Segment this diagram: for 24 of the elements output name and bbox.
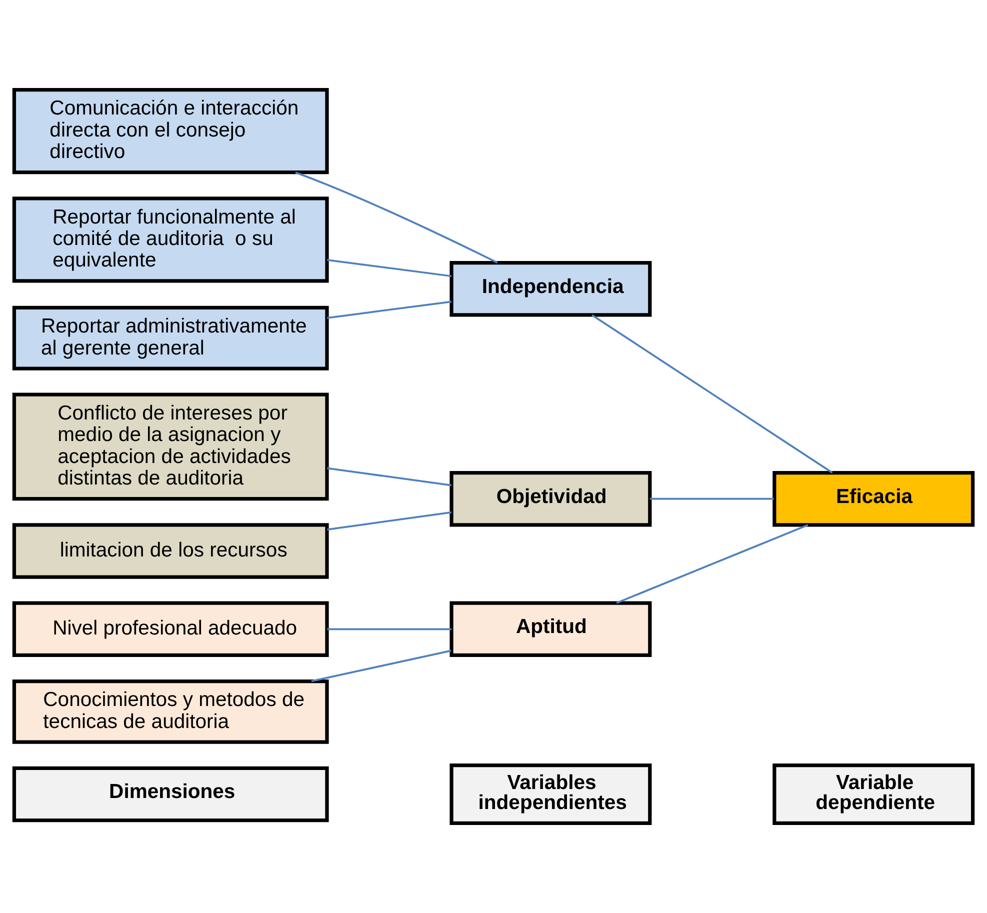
node-box: Eficacia xyxy=(772,470,975,527)
node-box: Reportar administrativamente al gerente general xyxy=(12,306,329,370)
connector xyxy=(326,467,452,486)
node-box: Aptitud xyxy=(450,601,652,658)
node-box: Conocimientos y metodos de tecnicas de auditoria xyxy=(12,680,329,744)
connector xyxy=(650,498,774,500)
connector xyxy=(326,511,452,530)
node-box: Nivel profesional adecuado xyxy=(12,601,329,658)
connector xyxy=(616,524,808,604)
connector xyxy=(311,650,452,682)
connector xyxy=(326,258,452,278)
node-box: Comunicación e interacción directa con el consejo directivo xyxy=(12,88,329,174)
node-box: limitacion de los recursos xyxy=(12,523,329,579)
node-box: Variables independientes xyxy=(450,763,652,826)
connector xyxy=(326,300,452,319)
connector xyxy=(592,314,833,474)
node-box: Reportar funcionalmente al comité de auditoria o su equivalente xyxy=(12,196,329,283)
node-box: Conflicto de intereses por medio de la asignacion y aceptacion de actividades distintas de auditoria xyxy=(12,392,329,501)
node-box: Dimensiones xyxy=(12,766,329,822)
node-box: Independencia xyxy=(450,261,652,317)
connector xyxy=(327,628,452,630)
node-box: Objetividad xyxy=(450,470,652,527)
connector xyxy=(295,172,498,264)
node-box: Variable dependiente xyxy=(772,763,975,826)
